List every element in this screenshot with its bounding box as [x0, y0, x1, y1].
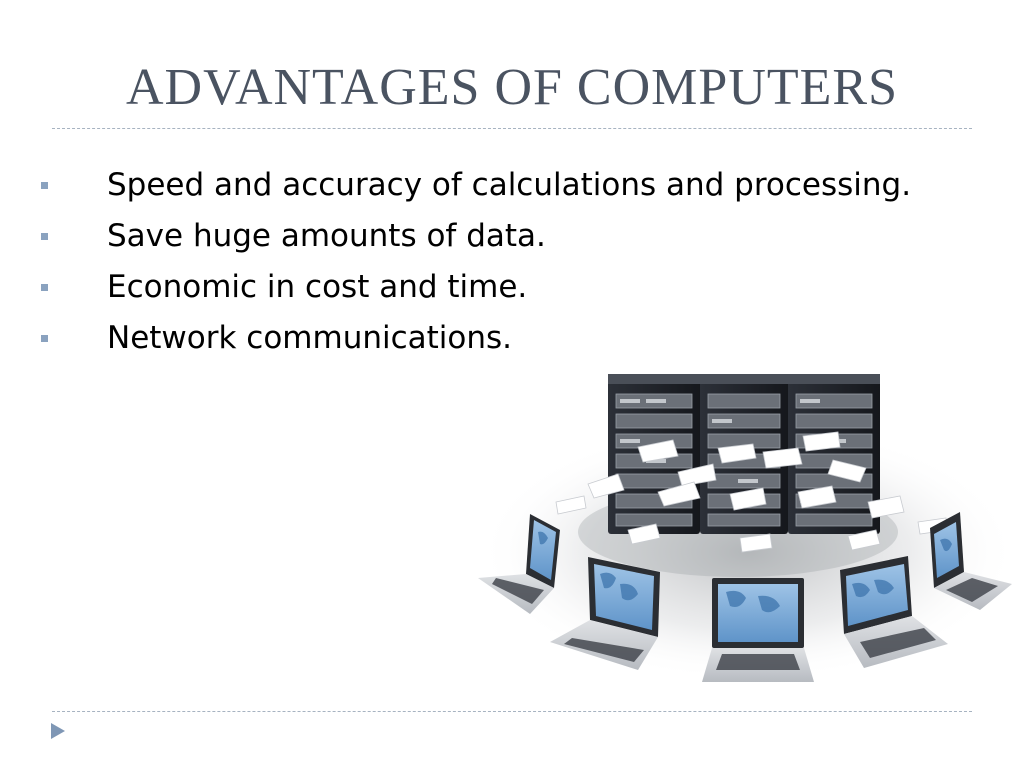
bullet-text: Save huge amounts of data. — [107, 218, 546, 254]
bullet-text: Economic in cost and time. — [107, 269, 528, 305]
slide-title: ADVANTAGES OF COMPUTERS — [126, 59, 898, 116]
square-bullet-icon — [41, 182, 48, 189]
bullet-item: Network communications. — [36, 313, 976, 364]
bullet-item: Economic in cost and time. — [36, 262, 976, 313]
bullet-item: Save huge amounts of data. — [36, 211, 976, 262]
square-bullet-icon — [41, 335, 48, 342]
next-slide-arrow-icon[interactable] — [50, 722, 66, 740]
square-bullet-icon — [41, 284, 48, 291]
bullet-item: Speed and accuracy of calculations and p… — [36, 160, 976, 211]
square-bullet-icon — [41, 233, 48, 240]
bullet-text: Speed and accuracy of calculations and p… — [107, 167, 912, 203]
bullet-list: Speed and accuracy of calculations and p… — [36, 160, 976, 364]
title-divider — [52, 128, 972, 129]
server-network-illustration-icon — [478, 374, 1018, 682]
footer-divider — [52, 711, 972, 712]
bullet-text: Network communications. — [107, 320, 513, 356]
laptop-group — [478, 512, 1012, 682]
